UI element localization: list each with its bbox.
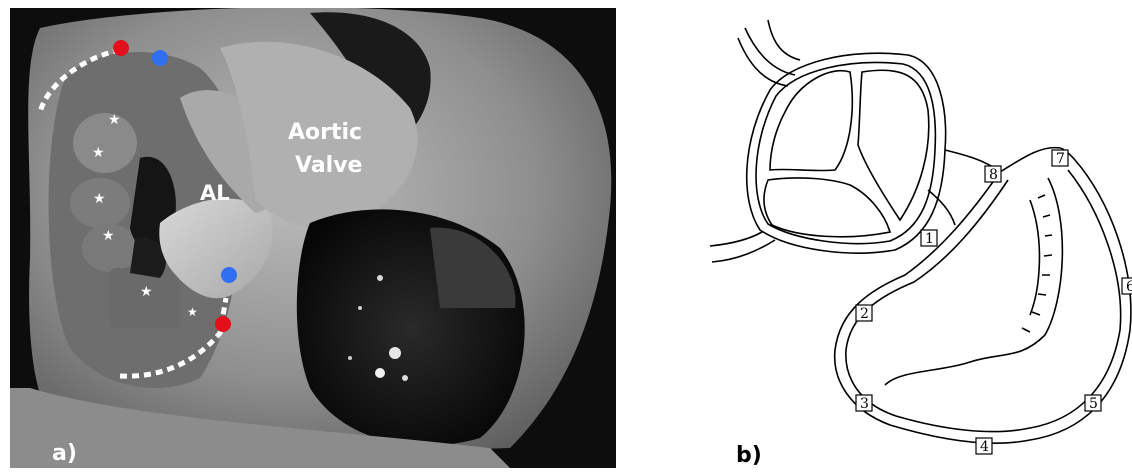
- star-mark: ★: [140, 284, 153, 300]
- star-mark: ★: [102, 228, 115, 244]
- star-mark: ★: [93, 191, 106, 207]
- star-mark: ★: [92, 145, 105, 161]
- segment-number-8: 8: [989, 167, 998, 183]
- segment-number-2: 2: [860, 306, 869, 322]
- star-mark: ★: [108, 112, 121, 128]
- segment-number-1: 1: [925, 231, 934, 247]
- segment-number-6: 6: [1126, 279, 1132, 295]
- segment-number-3: 3: [860, 396, 869, 412]
- mitral-annulus-schematic: 1 2 3 4 5 6 7 8 b): [700, 0, 1132, 474]
- al-label: AL: [200, 181, 230, 205]
- heart-specimen-photo: ★ ★ ★ ★ ★ ★ Aortic Valve AL a): [10, 8, 616, 468]
- aortic-label-line2: Valve: [295, 153, 362, 178]
- segment-number-4: 4: [980, 439, 989, 455]
- segment-number-7: 7: [1056, 151, 1065, 167]
- panel-b-label: b): [736, 443, 762, 468]
- blue-marker: [221, 267, 237, 283]
- panel-b-diagram: 1 2 3 4 5 6 7 8 b): [700, 0, 1132, 474]
- segment-markers: 1 2 3 4 5 6 7 8: [856, 150, 1132, 455]
- panel-a-label: a): [52, 441, 77, 466]
- red-marker: [215, 316, 231, 332]
- red-marker: [113, 40, 129, 56]
- panel-a-photo: ★ ★ ★ ★ ★ ★ Aortic Valve AL a): [10, 8, 616, 468]
- star-mark: ★: [187, 305, 198, 319]
- segment-number-5: 5: [1089, 396, 1098, 412]
- blue-marker: [152, 50, 168, 66]
- aortic-label-line1: Aortic: [288, 120, 362, 145]
